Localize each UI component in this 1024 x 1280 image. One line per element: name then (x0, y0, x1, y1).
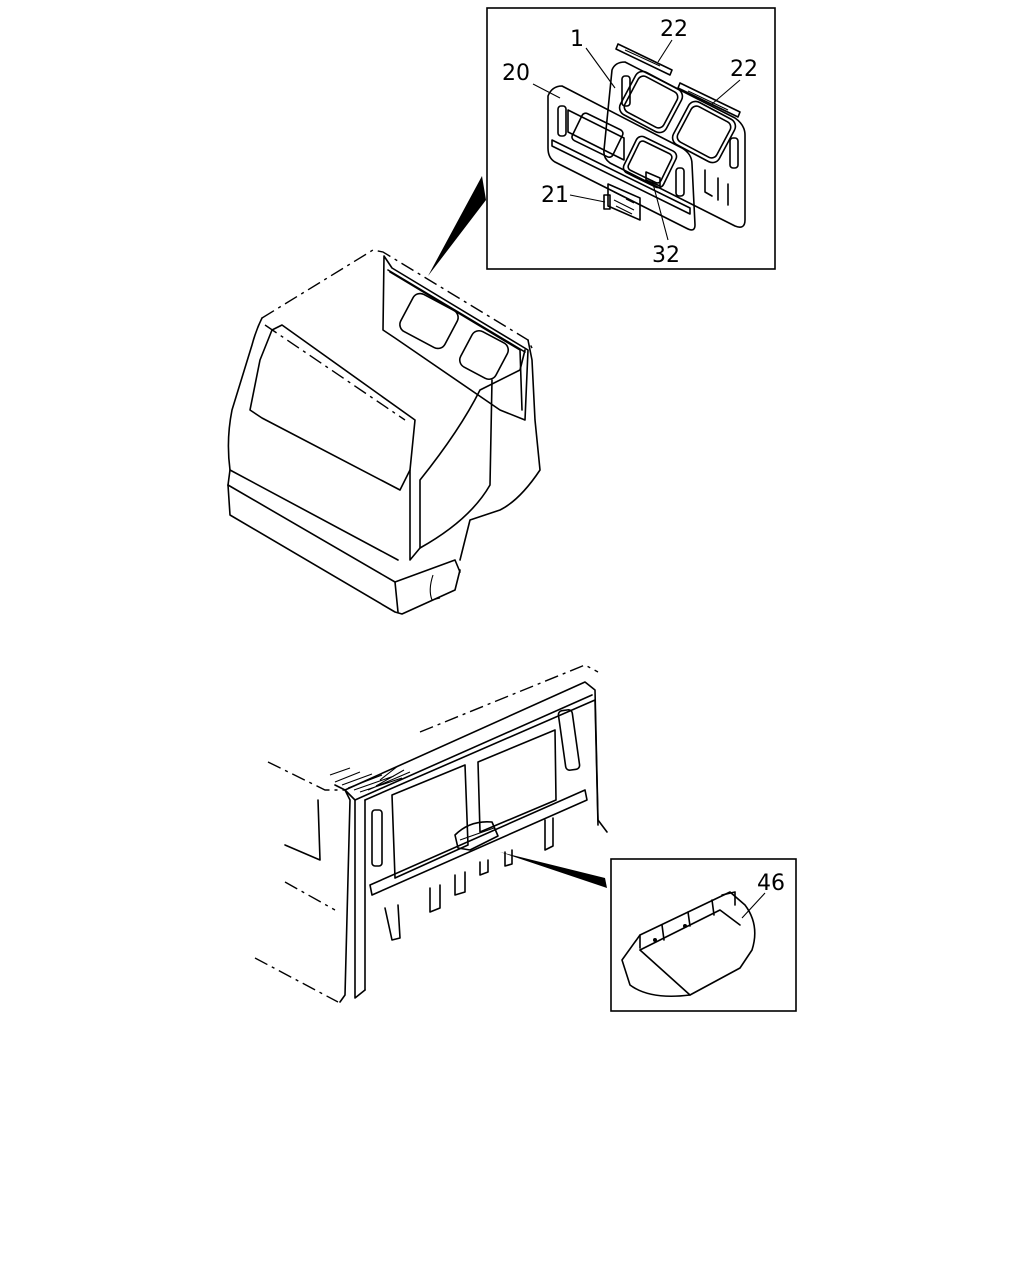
bracket-detail-box (610, 858, 797, 1012)
callout-1: 1 (570, 27, 584, 52)
callout-20: 20 (502, 61, 530, 86)
callout-32: 32 (652, 243, 680, 268)
callout-46: 46 (757, 871, 785, 896)
callout-22-left: 22 (660, 17, 688, 42)
truck-cab-illustration (227, 249, 541, 615)
callout-21: 21 (541, 183, 569, 208)
callout-22-right: 22 (730, 57, 758, 82)
leader-lines-top (532, 39, 741, 241)
detail-frame-top (486, 7, 776, 270)
cab-rear-illustration (254, 664, 608, 1003)
pointer-wedge-top (428, 176, 486, 276)
pointer-wedge-bottom (500, 852, 607, 888)
leader-46 (741, 892, 766, 919)
rear-window-detail-box (486, 7, 776, 270)
